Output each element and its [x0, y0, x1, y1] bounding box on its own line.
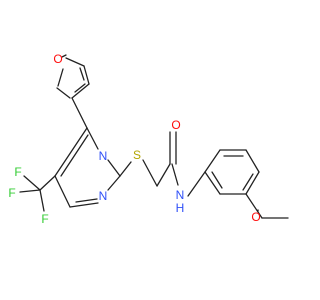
pyrimidine-bond: [86, 127, 99, 150]
amide-bond: [187, 171, 206, 197]
thioether-bond: [119, 161, 132, 177]
atom-label-fluorine-2: F: [8, 186, 15, 200]
furan-bond: [56, 87, 71, 99]
atom-label-furan-oxygen: O: [53, 52, 62, 66]
atom-label-amide-oxygen: O: [171, 118, 180, 132]
atom-label-amide-hydrogen: H: [176, 201, 185, 215]
furan-bond: [65, 57, 85, 67]
chain-bond: [156, 163, 171, 187]
cf3-bond: [23, 175, 41, 191]
pyrimidine-bond: [107, 175, 121, 191]
atom-label-ketone-oxygen: O: [251, 210, 260, 224]
furan-bond: [71, 83, 90, 99]
pyrimidine-bond: [69, 202, 99, 208]
phenyl-bond: [204, 149, 221, 173]
furan-bond: [57, 68, 64, 87]
furan-bond: [79, 67, 85, 81]
cf3-bond: [19, 189, 41, 193]
pyrimidine-bond: [107, 159, 121, 177]
pyrimidine-bond: [54, 175, 71, 208]
bond-layer: [19, 54, 289, 219]
link-bond: [71, 97, 88, 129]
furan-bond: [74, 83, 86, 93]
phenyl-bond: [242, 173, 254, 191]
pyrimidine-bond: [75, 198, 98, 203]
amide-bond: [171, 163, 179, 186]
cf3-bond: [39, 189, 45, 212]
atom-label-amide-nitrogen: N: [176, 188, 185, 202]
phenyl-bond: [245, 149, 260, 173]
pyrimidine-bond: [60, 134, 89, 177]
furan-bond: [83, 65, 90, 85]
molecule-structure: O N N S O N H O F F F: [0, 0, 300, 300]
atom-label-fluorine-1: F: [14, 165, 21, 179]
phenyl-bond: [245, 171, 260, 195]
furan-bond: [61, 54, 67, 58]
phenyl-bond: [204, 171, 221, 195]
chain-bond: [142, 159, 158, 187]
background: [0, 0, 300, 300]
acetyl-bond: [245, 193, 263, 219]
pyrimidine-bond: [54, 127, 88, 177]
atom-label-fluorine-3: F: [41, 212, 48, 226]
cf3-bond: [39, 175, 56, 191]
atom-label-pyrimidine-n1: N: [99, 149, 108, 163]
phenyl-bond: [211, 171, 223, 189]
atom-label-pyrimidine-n2: N: [99, 189, 108, 203]
atom-label-sulfur: S: [133, 148, 141, 162]
